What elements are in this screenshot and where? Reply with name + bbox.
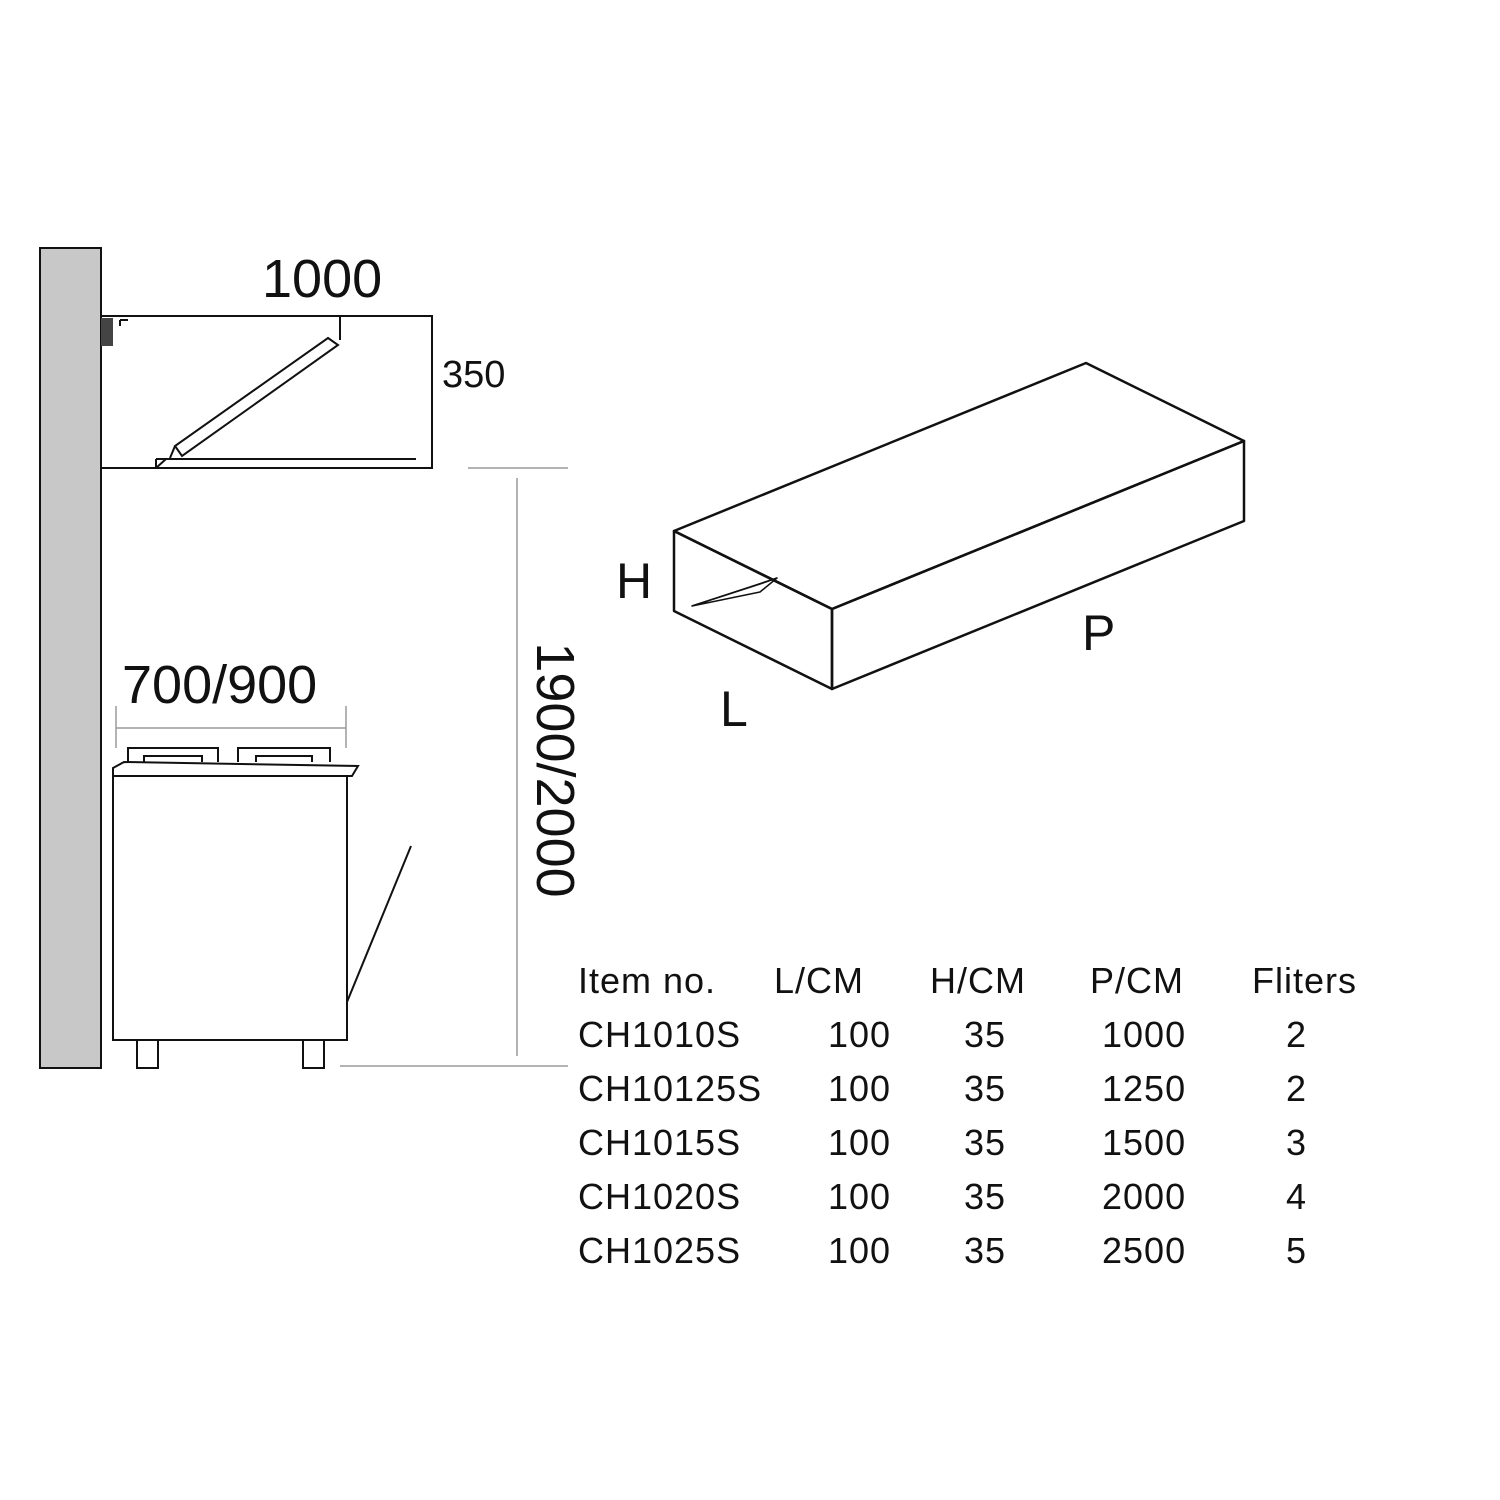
item-no: CH1010S [578, 1014, 742, 1055]
length-cm: 100 [828, 1176, 892, 1217]
height-cm: 35 [964, 1122, 1007, 1163]
height-cm: 35 [964, 1230, 1007, 1271]
hood-height-label: 350 [442, 354, 506, 396]
depth-cm: 2500 [1102, 1230, 1187, 1271]
wall-bracket [101, 318, 113, 346]
filters-count: 4 [1286, 1176, 1308, 1217]
item-no: CH10125S [578, 1068, 763, 1109]
header-filters: Fliters [1252, 960, 1357, 1001]
box-height-letter: H [616, 553, 653, 609]
item-no: CH1015S [578, 1122, 742, 1163]
filters-count: 2 [1286, 1014, 1308, 1055]
range-width-label: 700/900 [122, 655, 318, 715]
item-no: CH1025S [578, 1230, 742, 1271]
filters-count: 5 [1286, 1230, 1308, 1271]
height-cm: 35 [964, 1176, 1007, 1217]
hood-side-view [101, 315, 433, 469]
height-cm: 35 [964, 1014, 1007, 1055]
total-height-label: 1900/2000 [525, 642, 585, 898]
header-length: L/CM [774, 960, 865, 1001]
length-cm: 100 [828, 1068, 892, 1109]
length-cm: 100 [828, 1014, 892, 1055]
length-cm: 100 [828, 1230, 892, 1271]
cooking-range [112, 747, 412, 1069]
length-cm: 100 [828, 1122, 892, 1163]
isometric-box [672, 361, 1246, 691]
header-depth: P/CM [1090, 960, 1184, 1001]
filters-count: 2 [1286, 1068, 1308, 1109]
depth-cm: 1000 [1102, 1014, 1187, 1055]
depth-cm: 1250 [1102, 1068, 1187, 1109]
header-item-no: Item no. [578, 960, 717, 1001]
height-cm: 35 [964, 1068, 1007, 1109]
depth-cm: 1500 [1102, 1122, 1187, 1163]
wall [39, 247, 102, 1069]
box-depth-letter: P [1082, 605, 1116, 661]
depth-cm: 2000 [1102, 1176, 1187, 1217]
filters-count: 3 [1286, 1122, 1308, 1163]
item-no: CH1020S [578, 1176, 742, 1217]
box-length-letter: L [720, 681, 748, 737]
hood-width-label: 1000 [262, 249, 383, 309]
dimension-lines [115, 467, 568, 1067]
header-height: H/CM [930, 960, 1026, 1001]
